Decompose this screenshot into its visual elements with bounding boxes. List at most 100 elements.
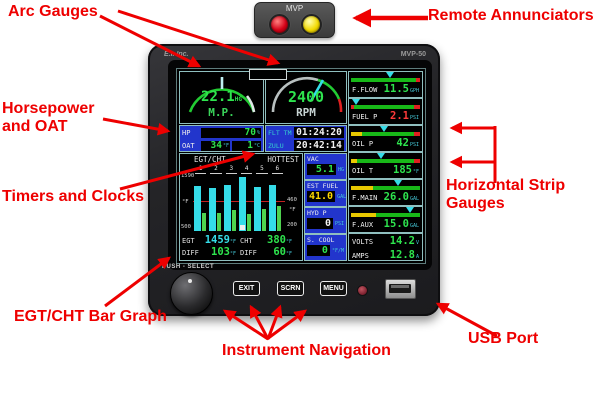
- hottest-cylinder-marker: [240, 225, 245, 230]
- cht-bar-3: [232, 210, 236, 231]
- egt-axis-min: 500: [181, 224, 191, 230]
- cht-bar-1: [202, 213, 206, 231]
- fuel-main-label: F.MAIN: [352, 194, 378, 202]
- strip-bar: [351, 105, 420, 109]
- mvp50-device: E.I. Inc. MVP-50 22.1HG M.P.: [148, 44, 440, 316]
- brand-text: E.I. Inc.: [164, 51, 189, 58]
- s-cool-value: 0: [321, 245, 328, 256]
- usb-port[interactable]: [385, 279, 416, 299]
- hp-field: 70%: [201, 127, 261, 138]
- cyl-4: 4: [240, 165, 253, 174]
- display-screen: 22.1HG M.P. 2400 RPM HP 70%: [176, 68, 426, 264]
- timers-clocks-box: FLT TM 01:24:20 ZULU 20:42:14: [265, 125, 347, 152]
- oil-temp-label: OIL T: [352, 167, 374, 175]
- cyl-6: 6: [271, 165, 283, 174]
- cht-diff-unit: °F: [286, 251, 293, 257]
- mp-label: M.P.: [208, 106, 235, 119]
- est-fuel-label: EST FUEL: [307, 182, 339, 190]
- oat-c-field: 1°C: [232, 140, 261, 151]
- cht-readout-unit: °F: [286, 239, 293, 245]
- egt-cht-header: EGT/CHT HOTTEST: [180, 155, 302, 164]
- vac-value: 5.1: [315, 164, 334, 175]
- egt-diff-unit: °F: [230, 251, 237, 257]
- fuel-aux-label: F.AUX: [352, 221, 374, 229]
- strip-bar: [351, 159, 420, 163]
- oat-f-field: 34°F: [201, 140, 230, 151]
- cht-diff-label: DIFF: [240, 249, 257, 257]
- callout-horsepower-oat: Horsepower and OAT: [2, 100, 95, 135]
- fuel-main-value: 26.0: [383, 191, 409, 203]
- hp-oat-box: HP 70% OAT 34°F 1°C: [179, 125, 264, 152]
- fuel-main-unit: GAL: [409, 196, 419, 202]
- callout-instrument-navigation: Instrument Navigation: [222, 342, 391, 359]
- mp-arc: [188, 77, 256, 113]
- cylinder-numbers: 1 2 3 4 5 6: [193, 165, 285, 174]
- amps-unit: A: [415, 254, 419, 260]
- hyd-p-unit: PSI: [334, 220, 344, 227]
- cht-axis-unit: °F: [289, 207, 296, 213]
- cht-bar-5: [262, 209, 266, 231]
- oat-label: OAT: [182, 141, 195, 150]
- cht-bar-2: [217, 213, 221, 231]
- cht-axis-min: 200: [287, 222, 297, 228]
- hyd-p-value: 0: [324, 218, 331, 229]
- egt-bar-2: [209, 188, 216, 231]
- mp-value: 22.1HG: [201, 89, 242, 105]
- amps-value: 12.8: [389, 249, 415, 261]
- rpm-needle-icon: [309, 79, 325, 102]
- rpm-arc: [271, 76, 343, 113]
- status-led: [357, 285, 368, 296]
- cht-readout-label: CHT: [240, 237, 253, 245]
- egt-readout-label: EGT: [182, 237, 195, 245]
- egt-bar-4: [239, 177, 246, 231]
- flight-time-row: FLT TM 01:24:20: [266, 126, 346, 139]
- pointer-icon: [351, 99, 360, 105]
- pointer-icon: [386, 72, 395, 78]
- strip-bar: [351, 213, 420, 217]
- strip-bar: [351, 132, 420, 136]
- cht-axis-max: 460: [287, 197, 297, 203]
- control-knob[interactable]: [170, 272, 213, 315]
- fuel-flow-unit: GPH: [409, 88, 419, 94]
- strip-bar: [351, 186, 420, 190]
- callout-timers-clocks: Timers and Clocks: [2, 188, 144, 205]
- volts-value: 14.2: [389, 235, 415, 247]
- remote-annunciator-panel: MVP: [254, 2, 335, 38]
- cyl-3: 3: [225, 165, 237, 174]
- est-fuel-unit: GAL: [337, 193, 347, 200]
- yellow-annunciator-light[interactable]: [301, 14, 322, 35]
- rpm-label: RPM: [296, 106, 316, 119]
- callout-egt-cht-bar-graph: EGT/CHT Bar Graph: [14, 308, 167, 325]
- menu-button[interactable]: MENU: [320, 281, 347, 296]
- oat-row: OAT 34°F 1°C: [180, 139, 263, 152]
- hottest-label: HOTTEST: [267, 155, 299, 164]
- oil-pressure-label: OIL P: [352, 140, 374, 148]
- exit-button[interactable]: EXIT: [233, 281, 260, 296]
- fuel-aux-value: 15.0: [383, 218, 409, 230]
- strip-bar: [351, 78, 420, 82]
- zulu-time-row: ZULU 20:42:14: [266, 139, 346, 152]
- egt-diff-value: 103: [211, 246, 230, 258]
- top-center-tab: [249, 69, 287, 80]
- oil-pressure-value: 42: [396, 137, 409, 149]
- egt-readout-unit: °F: [230, 239, 237, 245]
- scrn-button[interactable]: SCRN: [277, 281, 304, 296]
- s-cool-gauge: S. COOL 0°F/M: [304, 234, 347, 261]
- callout-usb-port: USB Port: [468, 330, 539, 347]
- red-annunciator-light[interactable]: [269, 14, 290, 35]
- volts-unit: V: [415, 240, 419, 246]
- model-text: MVP-50: [400, 51, 426, 58]
- zulu-time-label: ZULU: [268, 141, 284, 150]
- fuel-pressure-value: 2.1: [390, 110, 409, 122]
- s-cool-unit: °F/M: [331, 247, 344, 254]
- vac-unit: HG: [337, 166, 344, 173]
- pointer-icon: [376, 153, 385, 159]
- fuel-flow-label: F.FLOW: [352, 86, 378, 94]
- egt-bar-5: [254, 187, 261, 231]
